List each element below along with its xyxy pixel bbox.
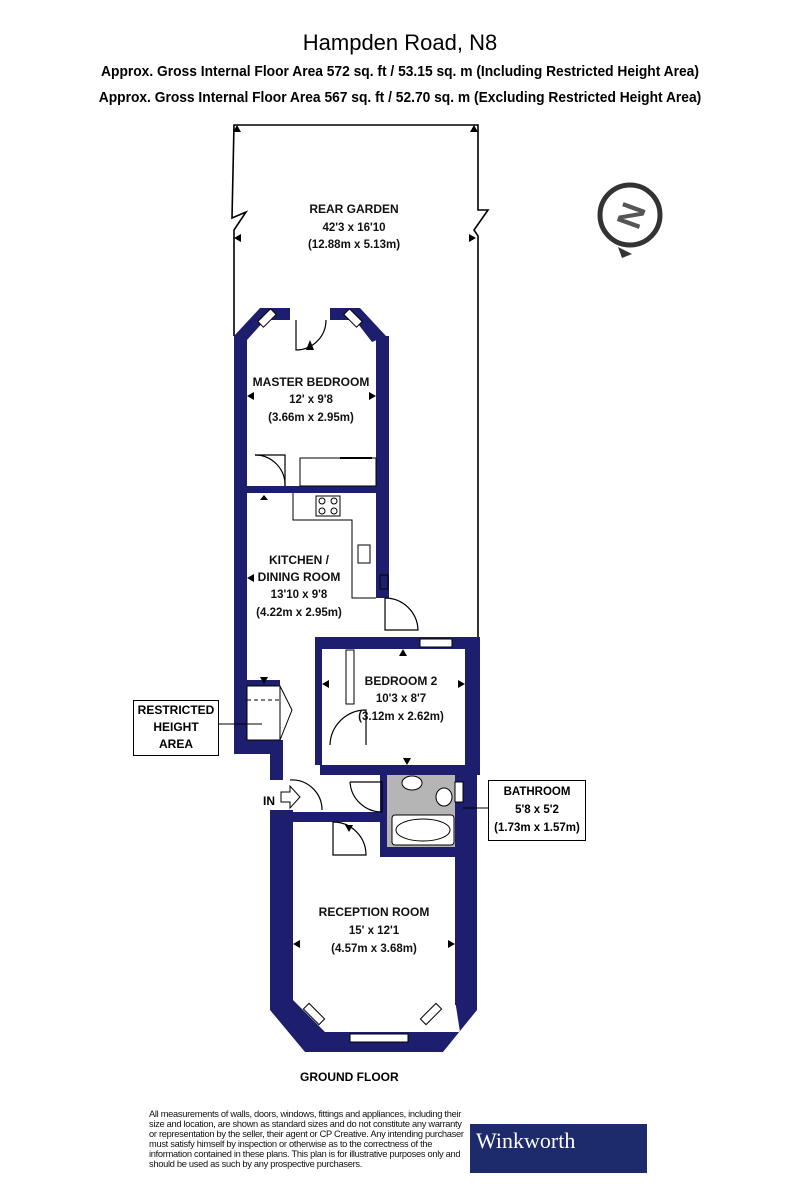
restricted-line2: HEIGHT [153, 720, 199, 734]
wardrobe [299, 457, 377, 487]
restricted-line3: AREA [158, 737, 193, 751]
bathroom-imperial: 5'8 x 5'2 [515, 804, 559, 816]
garden-imperial: 42'3 x 16'10 [322, 222, 385, 234]
garden-metric: (12.88m x 5.13m) [308, 239, 400, 251]
exterior-walls [234, 308, 480, 1052]
bathroom-name: BATHROOM [503, 786, 571, 798]
windows [257, 308, 453, 1043]
dimension-arrows [247, 340, 465, 948]
plan-title: Hampden Road, N8 [302, 30, 498, 55]
winkworth-logo: Winkworth [470, 1124, 647, 1173]
doors [254, 319, 419, 856]
restricted-area [217, 685, 293, 741]
bathroom-label: BATHROOM 5'8 x 5'2 (1.73m x 1.57m) [488, 780, 586, 841]
reception-imperial: 15' x 12'1 [349, 925, 400, 937]
restricted-line1: RESTRICTED [137, 703, 215, 717]
master-imperial: 12' x 9'8 [289, 394, 333, 406]
entrance-arrow [280, 784, 301, 810]
bathroom-metric: (1.73m x 1.57m) [494, 822, 580, 834]
bed2-metric: (3.12m x 2.62m) [358, 711, 444, 723]
entrance-label: IN [263, 794, 275, 808]
compass-icon: N [597, 182, 663, 258]
area-excluding: Approx. Gross Internal Floor Area 567 sq… [98, 89, 702, 106]
kitchen-name-1: KITCHEN / [269, 553, 330, 567]
kitchen-name-2: DINING ROOM [258, 570, 341, 584]
interior-walls [240, 486, 378, 765]
floor-label: GROUND FLOOR [300, 1070, 399, 1084]
area-including: Approx. Gross Internal Floor Area 572 sq… [101, 63, 699, 80]
bed2-imperial: 10'3 x 8'7 [376, 693, 426, 705]
kitchen-imperial: 13'10 x 9'8 [271, 589, 328, 601]
master-name: MASTER BEDROOM [253, 375, 370, 389]
reception-name: RECEPTION ROOM [319, 905, 430, 919]
garden-arrows [233, 125, 478, 242]
rear-garden-outline [231, 124, 490, 640]
bed2-name: BEDROOM 2 [365, 674, 438, 688]
bathroom-area [387, 775, 488, 847]
bed2-wardrobe [345, 649, 355, 705]
master-metric: (3.66m x 2.95m) [268, 412, 354, 424]
kitchen-metric: (4.22m x 2.95m) [256, 607, 342, 619]
disclaimer: All measurements of walls, doors, window… [149, 1109, 464, 1169]
garden-name: REAR GARDEN [309, 202, 398, 216]
kitchen-fittings [292, 493, 389, 599]
reception-metric: (4.57m x 3.68m) [331, 943, 417, 955]
restricted-height-label: RESTRICTED HEIGHT AREA [133, 700, 219, 756]
